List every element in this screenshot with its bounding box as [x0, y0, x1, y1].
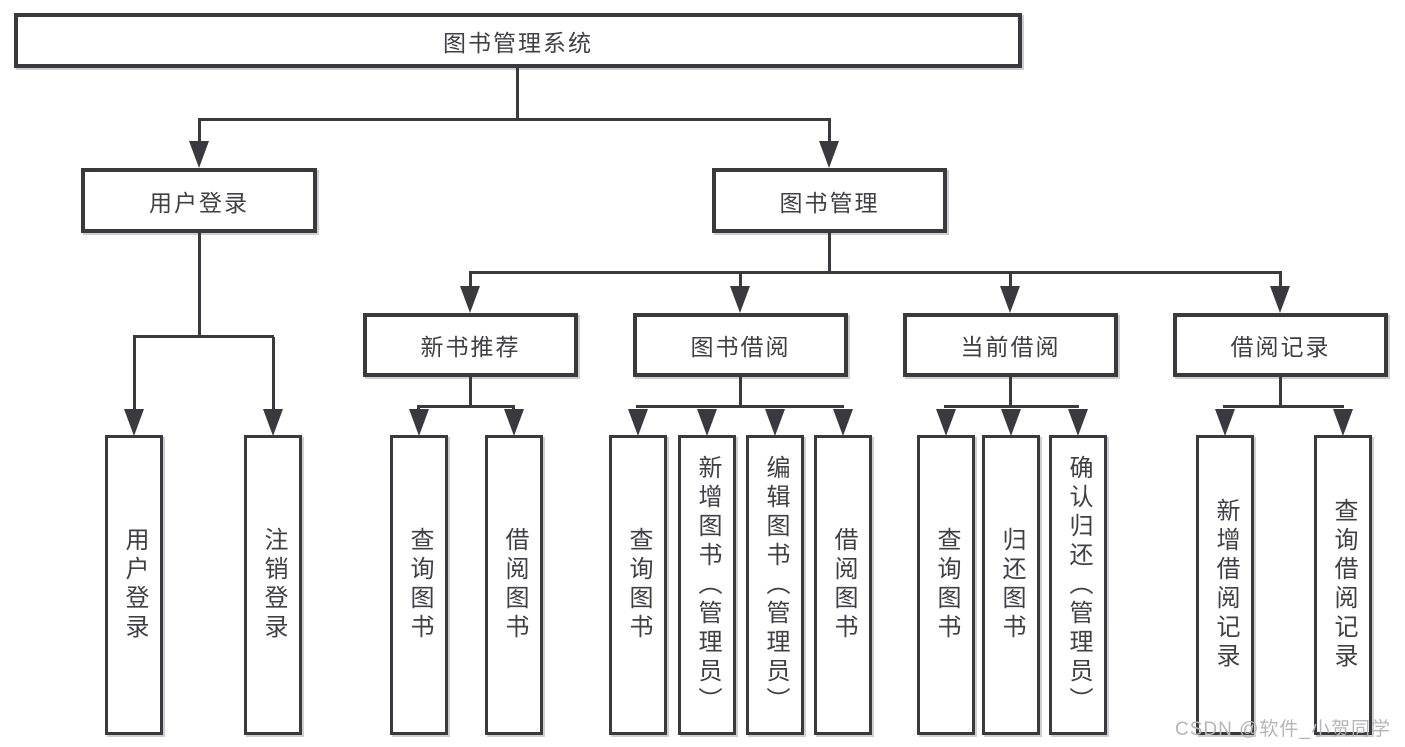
connector-recommend-stem: [469, 377, 472, 408]
connector-records-bar: [1223, 405, 1344, 408]
leaf-borrow-books-recommend: 借阅图书: [485, 435, 543, 735]
connector-drop-leaf: [133, 337, 136, 413]
node-new-book-recommend: 新书推荐: [363, 313, 578, 377]
arrow-down-icon: [263, 409, 283, 436]
connector-borrow-stem: [739, 377, 742, 408]
arrow-down-icon: [833, 409, 853, 436]
arrow-down-icon: [697, 409, 717, 436]
connector-current-bar: [944, 405, 1079, 408]
leaf-query-borrow-record: 查询借阅记录: [1314, 435, 1372, 735]
leaf-add-borrow-record: 新增借阅记录: [1196, 435, 1254, 735]
watermark-text: CSDN @软件_小贺同学: [1175, 719, 1391, 740]
arrow-down-icon: [504, 409, 524, 436]
arrow-down-icon: [936, 409, 956, 436]
connector-user-bar: [133, 335, 274, 338]
arrow-down-icon: [1000, 286, 1020, 313]
arrow-down-icon: [628, 409, 648, 436]
arrow-down-icon: [409, 409, 429, 436]
arrow-down-icon: [730, 286, 750, 313]
arrow-down-icon: [124, 409, 144, 436]
arrow-down-icon: [1215, 409, 1235, 436]
leaf-query-books-borrow: 查询图书: [609, 435, 667, 735]
node-book-borrow: 图书借阅: [633, 313, 848, 377]
node-borrow-records: 借阅记录: [1173, 313, 1388, 377]
connector-drop-level3: [739, 273, 742, 290]
arrow-down-icon: [1068, 409, 1088, 436]
leaf-add-book-admin: 新增图书（管理员）: [678, 435, 736, 735]
arrow-down-icon: [765, 409, 785, 436]
connector-mgmt-bar: [469, 271, 1282, 274]
connector-root-bar: [198, 118, 831, 121]
connector-drop-leaf: [272, 337, 275, 413]
connector-drop-level3: [469, 273, 472, 290]
leaf-confirm-return-admin: 确认归还（管理员）: [1049, 435, 1107, 735]
arrow-down-icon: [1270, 286, 1290, 313]
leaf-edit-book-admin: 编辑图书（管理员）: [746, 435, 804, 735]
leaf-return-book: 归还图书: [982, 435, 1040, 735]
node-current-borrow: 当前借阅: [903, 313, 1118, 377]
leaf-query-books-current: 查询图书: [917, 435, 975, 735]
connector-user-stem: [198, 233, 201, 338]
connector-drop-user-login: [198, 120, 201, 145]
arrow-down-icon: [1333, 409, 1353, 436]
arrow-down-icon: [819, 141, 839, 168]
connector-current-stem: [1009, 377, 1012, 408]
arrow-down-icon: [1001, 409, 1021, 436]
connector-drop-level3: [1009, 273, 1012, 290]
connector-drop-level3: [1279, 273, 1282, 290]
node-user-login: 用户登录: [81, 168, 317, 233]
node-library-management-system: 图书管理系统: [14, 13, 1022, 68]
leaf-borrow-books: 借阅图书: [814, 435, 872, 735]
connector-borrow-bar: [636, 405, 844, 408]
node-book-management: 图书管理: [712, 168, 947, 233]
connector-recommend-bar: [417, 405, 515, 408]
arrow-down-icon: [189, 141, 209, 168]
leaf-logout: 注销登录: [244, 435, 302, 735]
connector-mgmt-stem: [828, 233, 831, 274]
leaf-user-login: 用户登录: [105, 435, 163, 735]
connector-records-stem: [1279, 377, 1282, 408]
connector-root-stem: [516, 68, 519, 121]
arrow-down-icon: [460, 286, 480, 313]
connector-drop-book-management: [828, 120, 831, 145]
leaf-query-books-recommend: 查询图书: [390, 435, 448, 735]
